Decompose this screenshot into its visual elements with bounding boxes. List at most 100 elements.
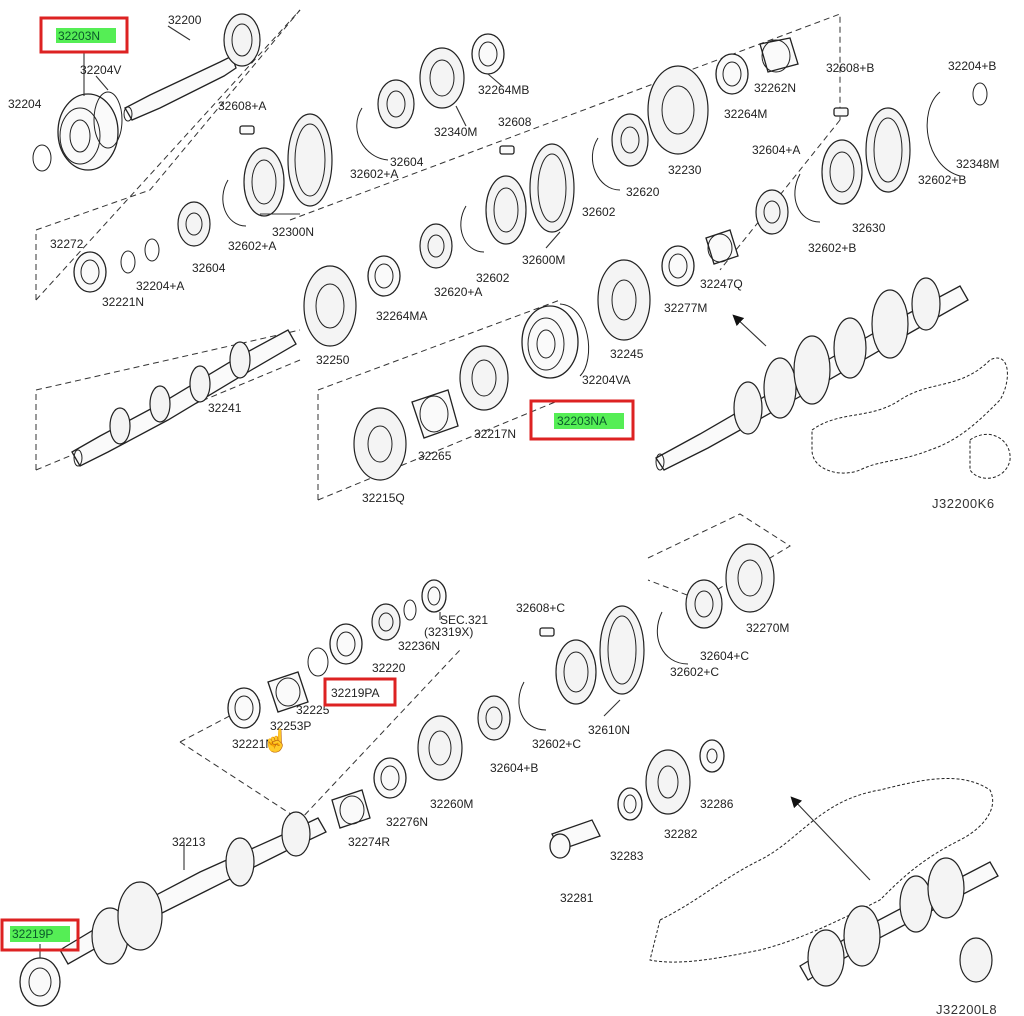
bearing-32219P	[19, 957, 61, 1007]
gear-32217N	[459, 345, 509, 411]
bearing-32264MB	[471, 33, 505, 75]
label-32245: 32245	[610, 347, 644, 361]
label-32608A: 32608+A	[218, 99, 266, 113]
label-32262N: 32262N	[754, 81, 796, 95]
sleeve-32300N	[243, 113, 333, 217]
label-32602-b: 32602	[476, 271, 510, 285]
label-32250: 32250	[316, 353, 350, 367]
sleeve-32610N	[555, 605, 645, 705]
label-32213: 32213	[172, 835, 206, 849]
label-32204A: 32204+A	[136, 279, 184, 293]
label-32276N: 32276N	[386, 815, 428, 829]
housing-outline-top	[811, 357, 1008, 474]
bottom-diagram	[19, 513, 999, 1007]
highlight-32203N[interactable]: 32203N	[39, 16, 129, 54]
label-32286: 32286	[700, 797, 734, 811]
sleeve-32274R	[331, 789, 371, 829]
label-32300N: 32300N	[272, 225, 314, 239]
label-32204: 32204	[8, 97, 42, 111]
top-diagram	[32, 9, 1011, 501]
label-32204VA: 32204VA	[582, 373, 631, 387]
label-32604C: 32604+C	[700, 649, 749, 663]
label-32620A: 32620+A	[434, 285, 482, 299]
label-32264MB: 32264MB	[478, 83, 529, 97]
sleeve-32600M	[485, 143, 575, 245]
label-32221NA: 32221NA	[232, 737, 282, 751]
gear-32260M	[417, 715, 463, 781]
gear-32220	[371, 603, 401, 641]
label-32630: 32630	[852, 221, 886, 235]
hub-32620A	[419, 223, 453, 269]
label-32340M: 32340M	[434, 125, 477, 139]
housing-outline-bottom	[649, 778, 994, 963]
label-32602B-2: 32602+B	[808, 241, 856, 255]
label-32264M: 32264M	[724, 107, 767, 121]
label-32241: 32241	[208, 401, 242, 415]
label-32604B: 32604+B	[490, 761, 538, 775]
label-32319X: (32319X)	[424, 625, 473, 639]
label-32277M: 32277M	[664, 301, 707, 315]
label-32610N: 32610N	[588, 723, 630, 737]
bearing-32272	[73, 251, 107, 293]
label-32602A-2: 32602+A	[228, 239, 276, 253]
label-32265: 32265	[418, 449, 452, 463]
bearing-32276N	[373, 757, 407, 799]
highlight-32219PA[interactable]: 32219PA	[323, 677, 397, 707]
countershaft-32213	[59, 811, 327, 965]
label-32204V: 32204V	[80, 63, 121, 77]
bearing-32203N	[57, 91, 123, 171]
hub-32620	[611, 113, 649, 167]
washer-32286	[699, 739, 725, 773]
label-32348M: 32348M	[956, 157, 999, 171]
bearing-32221NA	[227, 687, 261, 729]
diagram-reference-bottom: J32200L8	[936, 1002, 997, 1016]
label-32260M: 32260M	[430, 797, 473, 811]
gear-32245	[597, 259, 651, 341]
label-32247Q: 32247Q	[700, 277, 743, 291]
label-32608: 32608	[498, 115, 532, 129]
label-32282: 32282	[664, 827, 698, 841]
label-32272: 32272	[50, 237, 84, 251]
label-32600M: 32600M	[522, 253, 565, 267]
hub-32604C	[685, 579, 723, 629]
label-32264MA: 32264MA	[376, 309, 427, 323]
bearing-32283	[617, 787, 643, 821]
label-32253P: 32253P	[270, 719, 311, 733]
label-32602B: 32602+B	[918, 173, 966, 187]
bearing-32264MA	[367, 255, 401, 297]
sleeve-32265	[411, 389, 459, 439]
label-32604-b: 32604	[192, 261, 226, 275]
highlight-label-32203NA: 32203NA	[557, 414, 607, 428]
label-32204B: 32204+B	[948, 59, 996, 73]
top-labels: 32200 32204V 32204 32264MB 32608+A 32340…	[8, 13, 999, 511]
input-shaft-32200	[123, 13, 261, 122]
gear-32340M	[419, 47, 465, 109]
mainshaft-32241	[71, 329, 297, 467]
label-32283: 32283	[610, 849, 644, 863]
label-32608C: 32608+C	[516, 601, 565, 615]
gear-32215Q	[353, 407, 407, 481]
label-32200: 32200	[168, 13, 202, 27]
bearing-32203NA	[521, 305, 579, 379]
diagram-reference-top: J32200K6	[932, 496, 995, 511]
highlight-32219P[interactable]: 32219P	[0, 918, 80, 952]
sleeve-32247Q	[705, 229, 739, 265]
label-32608B: 32608+B	[826, 61, 874, 75]
sleeve-32253P	[267, 671, 309, 713]
shaft-32281	[549, 819, 601, 859]
hub-32604A	[755, 189, 789, 235]
label-32221N: 32221N	[102, 295, 144, 309]
label-32217N: 32217N	[474, 427, 516, 441]
hub-32604	[377, 79, 415, 129]
label-32274R: 32274R	[348, 835, 390, 849]
label-32270M: 32270M	[746, 621, 789, 635]
assembled-shaft-bottom	[799, 857, 999, 987]
gear-32282	[645, 749, 691, 815]
bearing-32277M	[661, 245, 695, 287]
label-32215Q: 32215Q	[362, 491, 405, 505]
label-32602C: 32602+C	[670, 665, 719, 679]
label-32236N: 32236N	[398, 639, 440, 653]
hand-cursor-icon: ☝	[262, 728, 290, 753]
highlight-32203NA[interactable]: 32203NA	[529, 399, 635, 441]
